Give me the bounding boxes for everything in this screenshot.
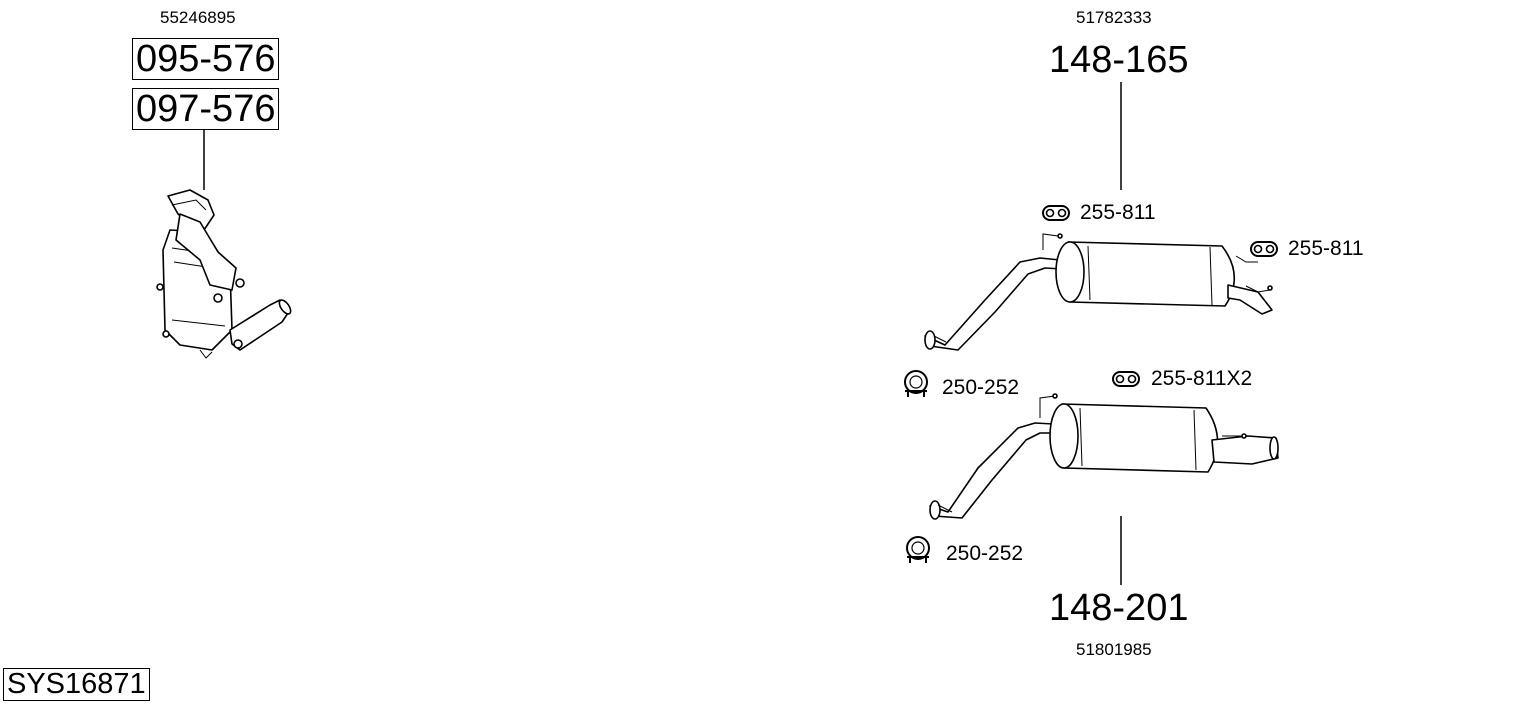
silencer-a-mount-label-2[interactable]: 255-811 <box>1288 237 1364 260</box>
clamp-icon <box>904 370 928 397</box>
rubber-mount-icon <box>1250 241 1278 257</box>
catalyst-drawing <box>156 189 292 359</box>
silencer-b-mount-label[interactable]: 255-811X2 <box>1151 367 1253 390</box>
system-id-label: SYS16871 <box>3 668 150 701</box>
silencer-b-clamp-label-2[interactable]: 250-252 <box>946 542 1024 565</box>
silencer-a-drawing <box>924 233 1273 351</box>
silencer-b-clamp-label-1[interactable]: 250-252 <box>942 376 1020 399</box>
silencer-b-part-number[interactable]: 148-201 <box>1049 587 1189 629</box>
rubber-mount-icon <box>1042 205 1070 221</box>
silencer-a-mount-label-1[interactable]: 255-811 <box>1080 201 1156 224</box>
catalyst-part-number-1[interactable]: 095-576 <box>132 38 280 80</box>
silencer-b-oe-number: 51801985 <box>1076 640 1152 659</box>
catalyst-part-number-2[interactable]: 097-576 <box>132 88 280 130</box>
catalyst-oe-number: 55246895 <box>160 8 236 27</box>
clamp-icon <box>906 536 930 563</box>
silencer-a-oe-number: 51782333 <box>1076 8 1152 27</box>
rubber-mount-icon <box>1112 371 1140 387</box>
silencer-b-drawing <box>929 393 1279 520</box>
silencer-a-part-number[interactable]: 148-165 <box>1049 39 1189 81</box>
